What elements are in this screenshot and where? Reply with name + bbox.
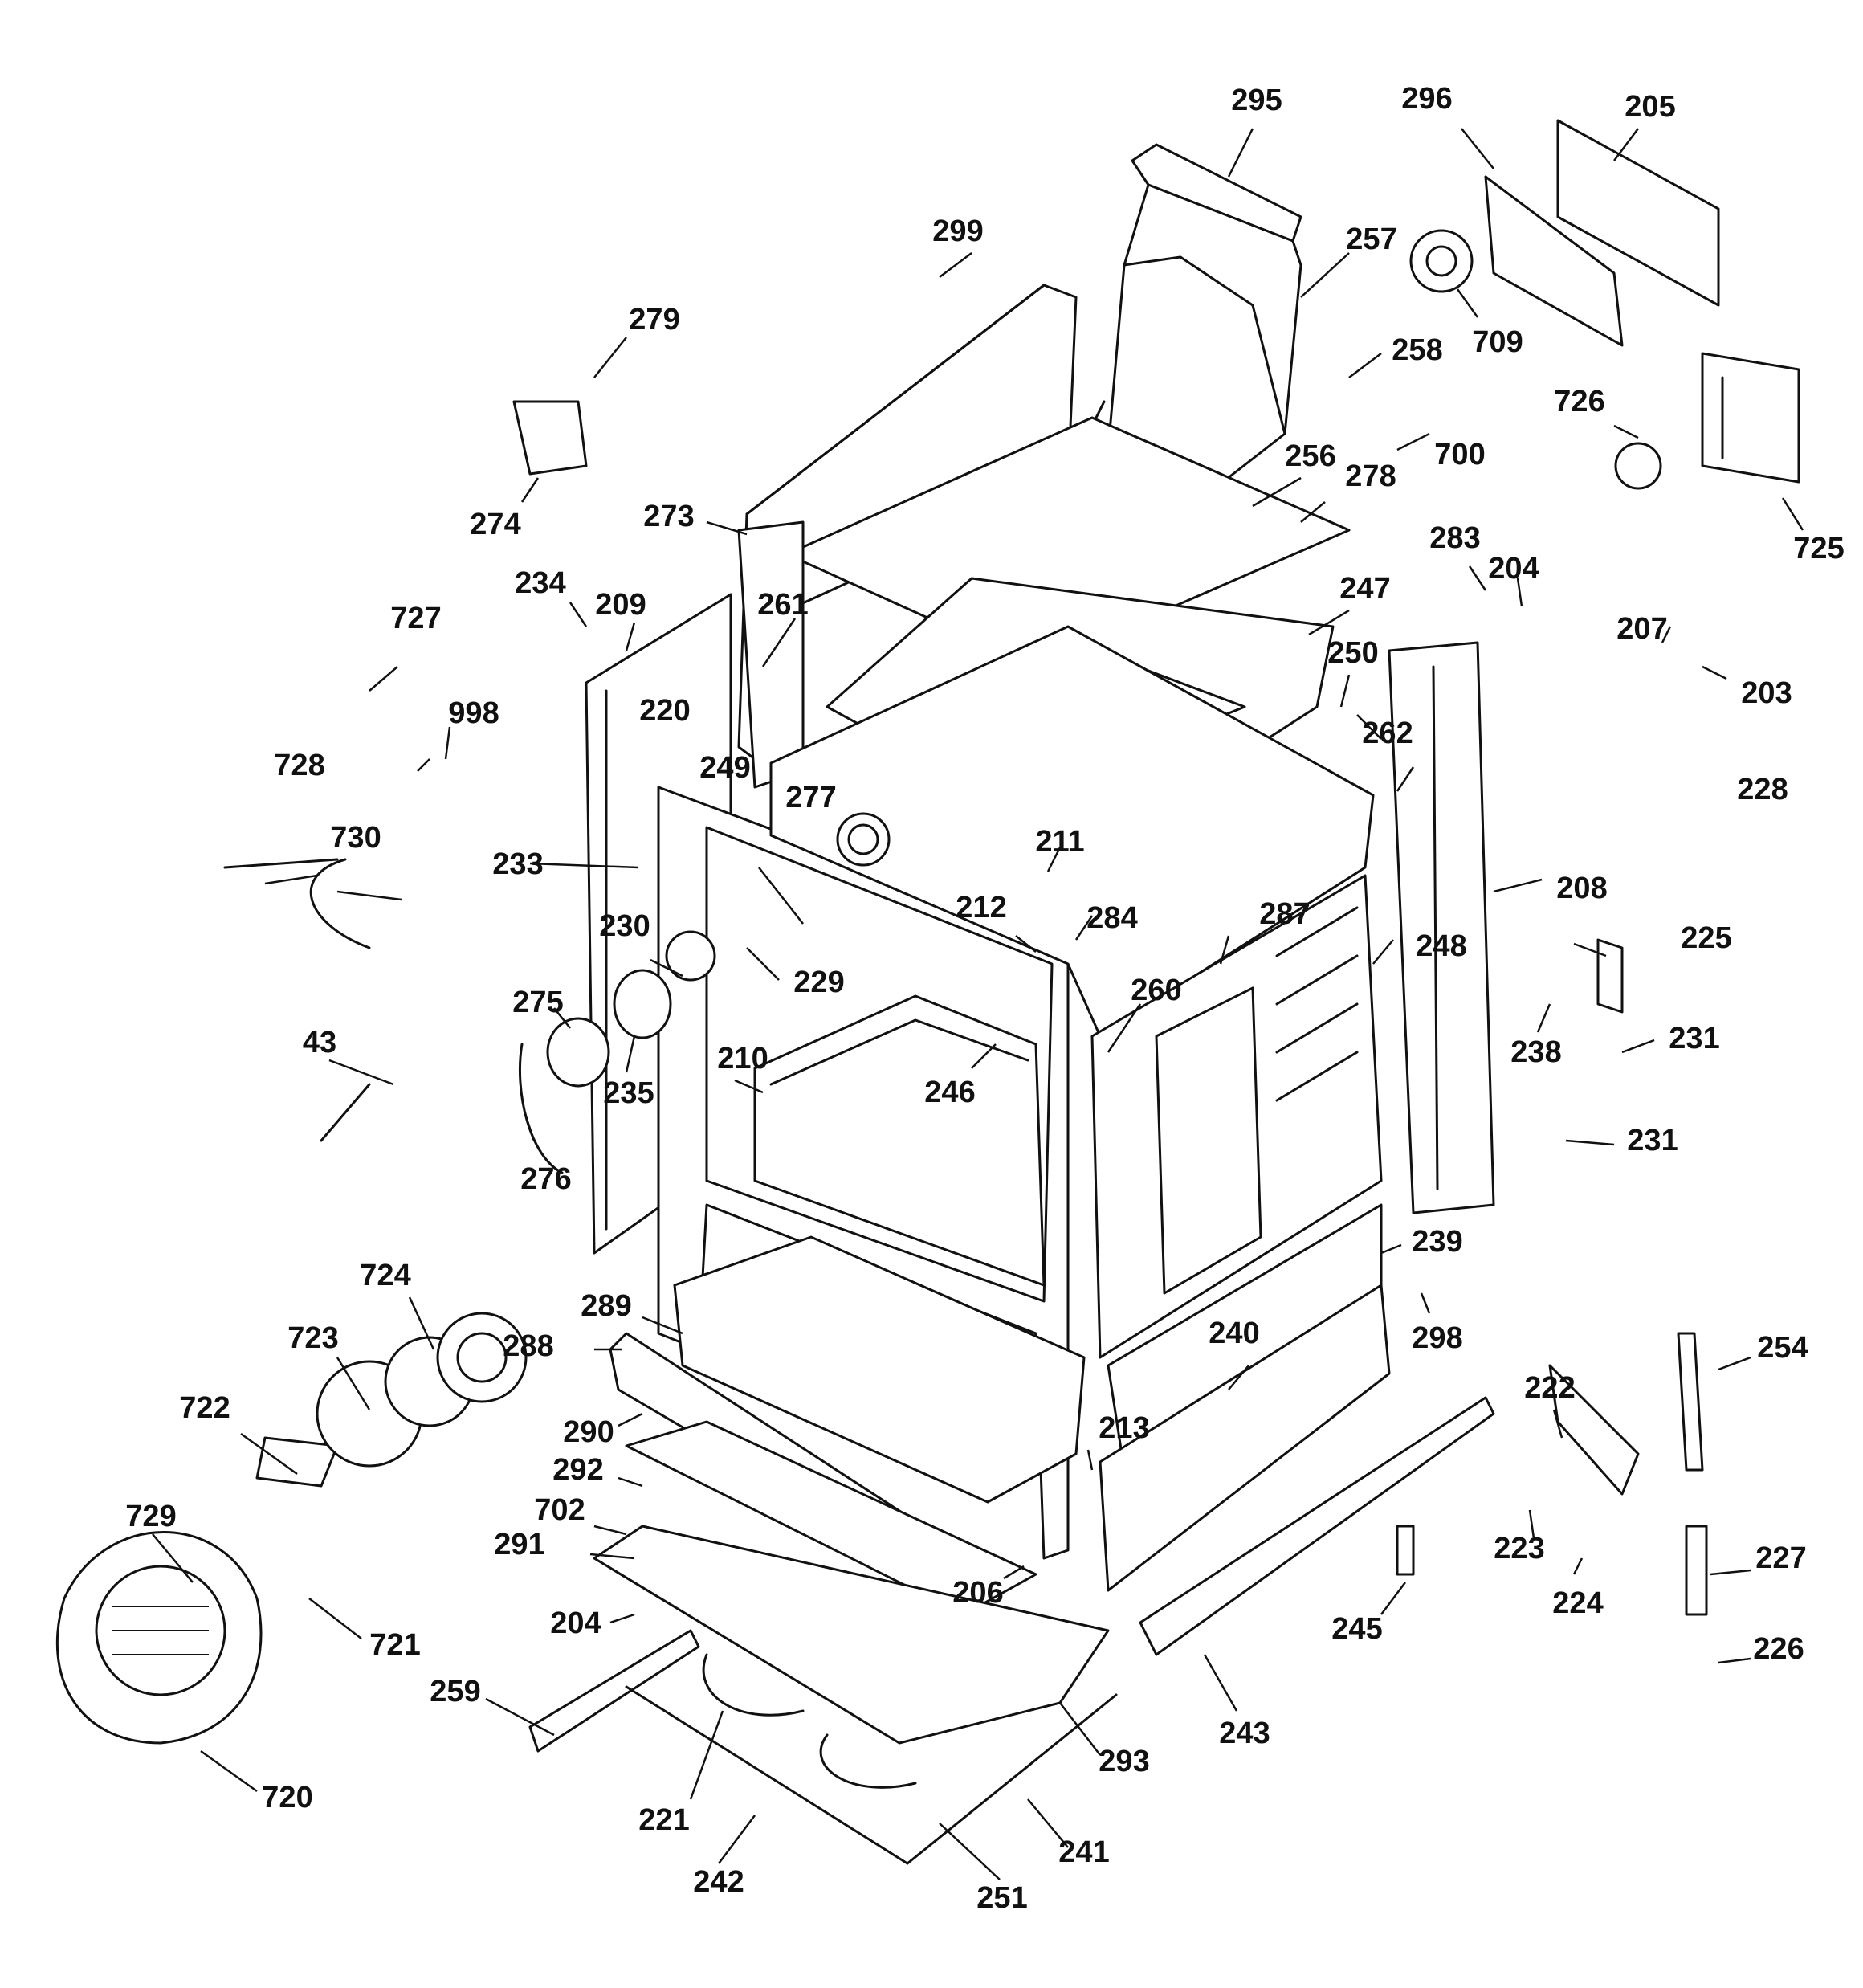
part-label: 287 (1259, 897, 1310, 931)
part-labels: 295 296 205 299 257 709 279 258 700 726 … (125, 82, 1844, 1915)
part-label: 238 (1510, 1035, 1561, 1069)
part-label: 245 (1331, 1612, 1382, 1646)
part-label: 998 (448, 696, 499, 730)
part-label: 275 (512, 986, 563, 1019)
part-label: 729 (125, 1500, 176, 1533)
part-label: 223 (1494, 1532, 1544, 1565)
part-label: 724 (360, 1259, 410, 1292)
part-label: 728 (274, 749, 324, 782)
part-label: 284 (1086, 901, 1137, 935)
part-label: 709 (1472, 325, 1523, 359)
part-label: 292 (552, 1453, 603, 1487)
part-label: 249 (699, 751, 750, 785)
part-label: 273 (643, 500, 694, 533)
part-label: 730 (330, 821, 381, 855)
part-label: 722 (179, 1391, 230, 1425)
part-label: 205 (1625, 90, 1675, 124)
part-label: 233 (492, 847, 543, 881)
part-label: 261 (757, 588, 808, 622)
part-label: 227 (1755, 1541, 1806, 1575)
part-label: 222 (1524, 1371, 1575, 1405)
part-label: 257 (1346, 222, 1396, 256)
part-label: 721 (369, 1628, 420, 1662)
part-label: 248 (1416, 929, 1466, 963)
part-label: 234 (515, 566, 565, 600)
part-label: 290 (563, 1415, 614, 1449)
part-label: 43 (303, 1026, 336, 1059)
part-label: 207 (1616, 612, 1667, 646)
part-label: 727 (390, 602, 441, 635)
part-label: 211 (1035, 825, 1084, 859)
part-label: 279 (629, 303, 679, 337)
part-label: 283 (1429, 521, 1480, 555)
part-label: 247 (1339, 572, 1390, 606)
part-label: 209 (595, 588, 646, 622)
part-label: 231 (1669, 1022, 1719, 1055)
part-label: 242 (693, 1865, 744, 1899)
part-label: 258 (1392, 333, 1442, 367)
part-label: 226 (1753, 1632, 1804, 1666)
part-label: 293 (1099, 1745, 1149, 1778)
part-label: 203 (1741, 676, 1792, 710)
part-label: 277 (785, 781, 836, 814)
leader-lines (152, 128, 1804, 1880)
part-label: 289 (581, 1289, 631, 1323)
part-label: 250 (1327, 636, 1378, 670)
part-label: 229 (793, 965, 844, 999)
part-label: 221 (638, 1803, 689, 1837)
part-label: 220 (639, 694, 690, 728)
part-label: 206 (952, 1576, 1003, 1610)
part-label: 208 (1556, 872, 1607, 905)
part-label: 296 (1401, 82, 1452, 116)
part-label: 276 (520, 1162, 571, 1196)
parts-drawing (56, 119, 1800, 1865)
part-label: 235 (603, 1076, 654, 1110)
part-label: 702 (534, 1493, 585, 1527)
part-label: 288 (503, 1329, 553, 1363)
part-label: 725 (1793, 532, 1844, 565)
part-label: 720 (262, 1781, 312, 1815)
part-label: 723 (287, 1321, 338, 1355)
part-label: 256 (1285, 439, 1335, 473)
part-label: 230 (599, 909, 650, 943)
part-label: 262 (1362, 716, 1413, 750)
part-label: 224 (1552, 1586, 1603, 1620)
part-label: 239 (1412, 1225, 1462, 1259)
part-label: 254 (1757, 1331, 1808, 1365)
part-label: 278 (1345, 459, 1396, 493)
part-label: 204 (550, 1606, 601, 1640)
part-label: 246 (924, 1076, 975, 1109)
part-label: 260 (1131, 974, 1181, 1007)
part-label: 291 (494, 1528, 544, 1561)
part-label: 298 (1412, 1321, 1462, 1355)
part-label: 274 (470, 508, 520, 541)
part-label: 295 (1231, 84, 1282, 117)
part-label: 243 (1219, 1717, 1270, 1750)
part-label: 726 (1554, 385, 1604, 418)
part-label: 240 (1209, 1316, 1259, 1350)
part-label: 231 (1627, 1124, 1678, 1157)
part-label: 251 (976, 1881, 1027, 1915)
part-label: 204 (1488, 552, 1539, 586)
part-label: 225 (1681, 921, 1731, 955)
part-label: 213 (1099, 1411, 1149, 1445)
part-label: 212 (956, 891, 1006, 925)
part-label: 259 (430, 1675, 480, 1708)
part-label: 228 (1737, 773, 1788, 806)
part-label: 700 (1434, 438, 1485, 471)
part-label: 210 (717, 1042, 768, 1076)
part-label: 241 (1058, 1835, 1109, 1869)
part-label: 299 (932, 214, 983, 248)
